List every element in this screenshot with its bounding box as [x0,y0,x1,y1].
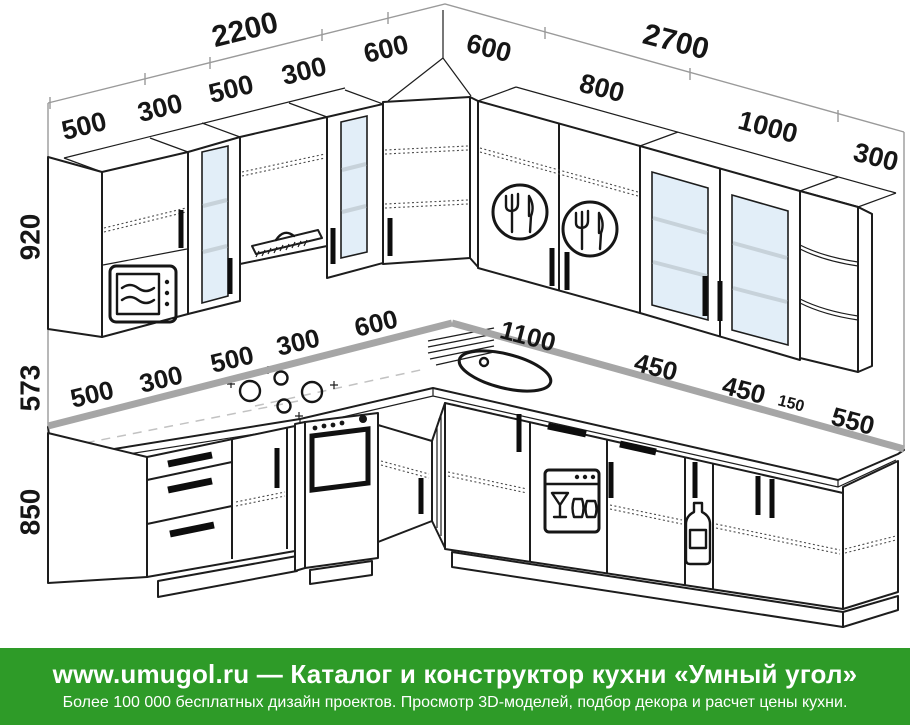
base-side-panel [47,432,148,584]
drawer-handles [167,451,215,538]
wall-cabinet-above-hood [239,116,328,265]
dim-label: 800 [576,68,627,108]
dimension-ticks [49,12,839,122]
cabinet-handles [516,414,775,518]
wall-cabinet-side-panel [47,156,103,338]
glass-door [340,114,368,260]
base-cabinet-corner [377,402,446,549]
dim-label: 1000 [735,105,801,149]
oven-window [309,426,371,493]
cooker-hood-icon [251,229,323,258]
footer-subtitle: Более 100 000 бесплатных дизайн проектов… [62,694,848,711]
backsplash-band-left [47,319,453,430]
dim-label: 500 [206,69,257,109]
oven-plinth [309,560,373,585]
footer-title: www.umugol.ru — Каталог и конструктор ку… [52,659,858,689]
footer-banner: www.umugol.ru — Каталог и конструктор ку… [0,648,910,725]
dim-corner-right: 600 [463,28,514,68]
wall-cabinet-corner [382,96,479,268]
dim-label: 300 [279,51,330,91]
cabinet-handles [549,248,723,321]
cabinet-handles [178,210,336,294]
glass-door [731,193,789,347]
dim-corner-left: 600 [361,29,412,69]
corner-shelf-unit [799,190,873,373]
wall-cabinet-top-edges [63,10,897,208]
dim-height-base-cabinet: 850 [15,489,46,536]
wall-cabinets-right [477,100,873,373]
dim-right-total: 2700 [640,18,713,67]
base-drawer-unit [146,425,296,578]
backsplash-band-right [451,319,905,453]
dim-height-backsplash: 573 [15,365,46,412]
plinth [842,595,899,628]
base-cabinets-right [444,402,899,628]
kitchen-drawing: 2200 2700 500 300 500 300 600 600 800 10… [15,3,905,628]
dim-label: 150 [776,392,806,415]
wall-cabinets-left [47,103,384,338]
shelf-dotted-lines [103,153,326,233]
dim-label: 300 [850,137,901,177]
dim-height-wall-cabinet: 920 [15,214,46,261]
oven-unit [294,412,379,585]
glass-door [651,170,709,322]
base-end-angled-panel [842,460,899,610]
dim-label: 300 [135,88,186,128]
dim-label: 500 [59,106,110,146]
dishwasher-icon [543,468,601,534]
glass-door [201,144,229,305]
microwave-icon [108,264,178,324]
base-cabinets-left [47,425,298,598]
shelf-dotted-lines [447,471,897,555]
bottle-cargo-icon [684,501,712,566]
corner-filler [431,402,446,549]
